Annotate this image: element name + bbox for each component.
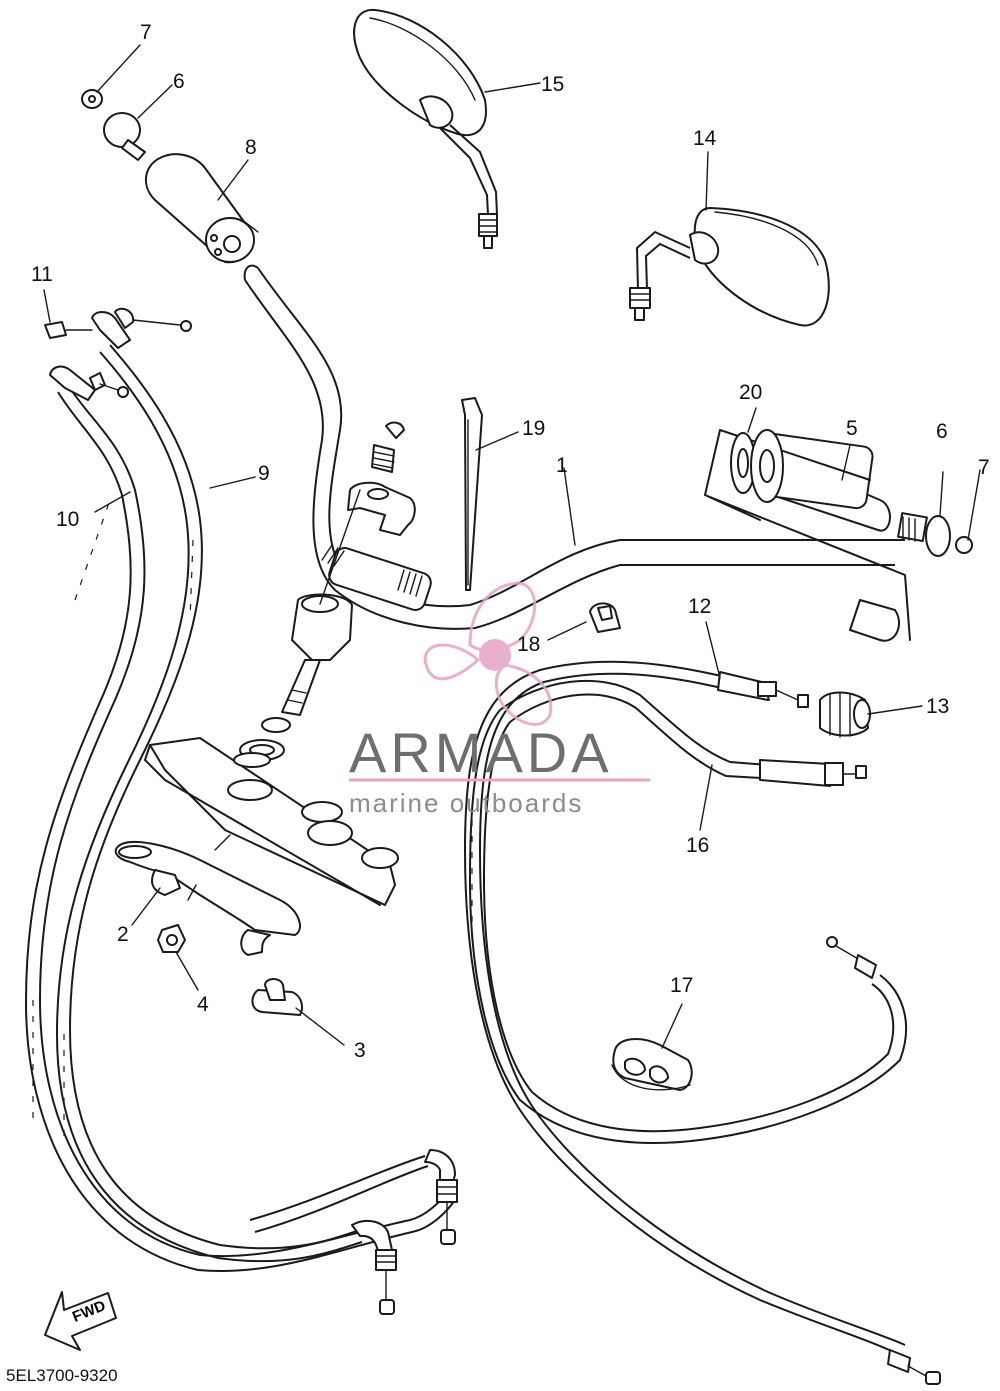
callout-2: 2 (117, 923, 129, 946)
callout-8: 8 (245, 136, 257, 159)
callout-17: 17 (670, 974, 694, 997)
callout-9: 9 (258, 462, 270, 485)
upper-bracket (144, 737, 399, 906)
throttle-cable-9 (44, 307, 397, 1315)
callout-12: 12 (688, 595, 712, 618)
cable-tie (461, 397, 483, 591)
leader-lines (43, 44, 981, 1049)
propeller-logo-icon (423, 581, 553, 726)
callout-14: 14 (693, 127, 717, 150)
left-grip (81, 89, 259, 264)
starter-cable (468, 679, 908, 1145)
callout-10: 10 (56, 508, 80, 531)
callout-18: 18 (517, 633, 541, 656)
callout-3: 3 (354, 1039, 366, 1062)
handlebar (243, 264, 905, 630)
fwd-arrow-icon (44, 1291, 117, 1351)
callout-19: 19 (522, 417, 546, 440)
callout-5: 5 (846, 417, 858, 440)
callout-6-right: 6 (936, 420, 948, 443)
diagram-code: 5EL3700-9320 (6, 1366, 118, 1385)
callout-11: 11 (31, 263, 53, 286)
clamp-18 (589, 602, 621, 633)
callout-6-left: 6 (173, 70, 185, 93)
mirror-right (629, 207, 830, 327)
clutch-cable (463, 660, 941, 1385)
callout-4: 4 (197, 993, 209, 1016)
callout-7-right: 7 (978, 456, 990, 479)
cable-holder-13 (819, 691, 871, 738)
watermark-tagline: marine outboards (349, 788, 584, 818)
callout-16: 16 (686, 834, 710, 857)
callout-7-left: 7 (140, 21, 152, 44)
watermark-brand: ARMADA (349, 721, 613, 784)
callout-20: 20 (739, 381, 763, 404)
cable-guide-plate (114, 834, 303, 1016)
clamp-17 (611, 1038, 693, 1091)
callout-1: 1 (556, 454, 568, 477)
callout-13: 13 (926, 695, 950, 718)
mirror-left (353, 8, 498, 249)
right-grip (704, 429, 973, 642)
handlebar-holder (239, 421, 416, 761)
callout-15: 15 (541, 73, 565, 96)
